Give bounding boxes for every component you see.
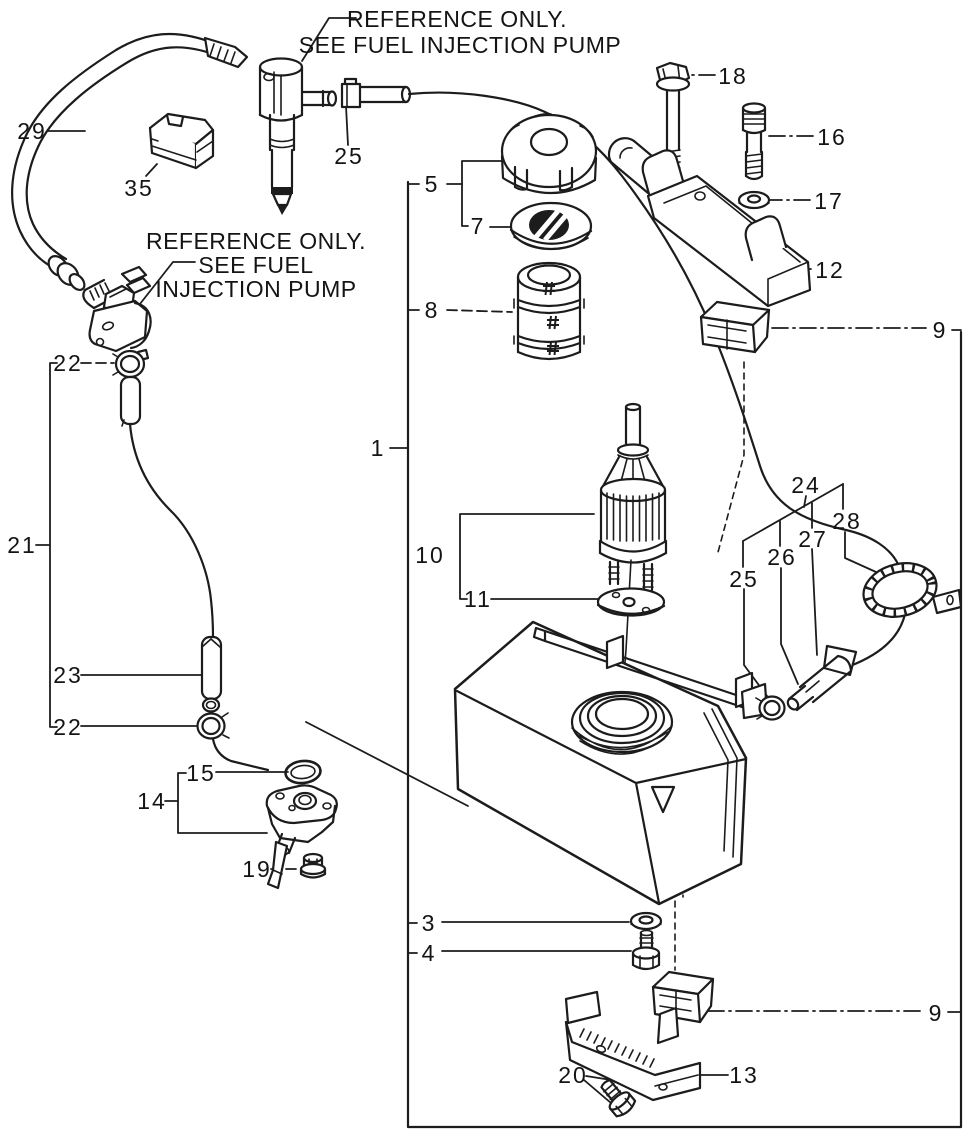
callout-11: 11 — [464, 586, 492, 612]
part-10-fuel-filter — [598, 402, 668, 592]
part-11-plate — [596, 587, 666, 617]
part-7-cap-gasket — [509, 201, 593, 251]
callout-29: 29 — [17, 118, 47, 144]
part-5-tank-cap — [500, 113, 598, 195]
callout-18: 18 — [718, 63, 748, 89]
callout-25-injector: 25 — [334, 143, 364, 169]
part-9-rubber-mount-top — [699, 300, 771, 354]
fuel-injector-reference-drawing — [258, 57, 338, 215]
part-14-fuel-cock — [265, 784, 338, 890]
callout-17: 17 — [814, 188, 844, 214]
callout-26: 26 — [767, 544, 797, 570]
part-35-rubber-mount — [148, 112, 215, 170]
part-25-leakoff-pipe — [340, 77, 412, 109]
part-21-fuel-hose-drawing — [119, 375, 215, 639]
callout-25-tank: 25 — [729, 566, 759, 592]
part-18-flange-bolt — [655, 61, 691, 187]
assembly-bracket-box — [406, 180, 963, 1129]
part-4-bolt — [631, 929, 661, 971]
callout-19: 19 — [242, 856, 272, 882]
callout-3: 3 — [422, 910, 437, 936]
reference-note-injector: REFERENCE ONLY. SEE FUEL INJECTION PUMP — [299, 6, 621, 58]
callout-14: 14 — [137, 788, 167, 814]
part-23-pipe — [200, 635, 223, 713]
fuel-pump-reference-drawing — [82, 265, 152, 353]
part-25-grommet-tank — [755, 695, 786, 721]
callout-22-top: 22 — [53, 350, 83, 376]
part-22-grommet-bottom — [196, 712, 270, 772]
part-8-strainer — [513, 261, 585, 361]
callout-24: 24 — [791, 472, 821, 498]
note-line: INJECTION PUMP — [155, 276, 356, 302]
callout-8: 8 — [425, 297, 440, 323]
part-16-joint-bolt — [741, 102, 767, 181]
callout-13: 13 — [729, 1062, 759, 1088]
part-26-27-pipe-joint — [786, 644, 858, 712]
callout-labels: 29 35 25 18 16 17 12 9 5 7 8 1 10 11 24 … — [7, 63, 948, 1088]
callout-28: 28 — [832, 508, 862, 534]
callout-7: 7 — [471, 213, 486, 239]
part-17-washer — [737, 190, 771, 210]
part-12-tank-stay — [607, 137, 812, 308]
callout-16: 16 — [817, 124, 847, 150]
part-15-o-ring — [284, 759, 322, 785]
part-19-nut — [299, 852, 327, 879]
callout-10: 10 — [415, 542, 445, 568]
callout-5: 5 — [425, 171, 440, 197]
callout-22-bottom: 22 — [53, 714, 83, 740]
note-line: SEE FUEL INJECTION PUMP — [299, 32, 621, 58]
callout-23: 23 — [53, 662, 83, 688]
note-line: REFERENCE ONLY. — [146, 228, 366, 254]
note-line: REFERENCE ONLY. — [347, 6, 567, 32]
part-13-tank-bracket — [564, 990, 702, 1102]
part-22-grommet-top — [112, 348, 150, 379]
callout-15: 15 — [186, 760, 216, 786]
fuel-tank-drawing — [453, 620, 769, 906]
callout-9-bottom: 9 — [929, 1000, 944, 1026]
part-29-fuel-pipe — [11, 32, 249, 291]
note-line: SEE FUEL — [198, 252, 313, 278]
part-20-bolt — [600, 1079, 637, 1118]
callout-9-top: 9 — [933, 317, 948, 343]
callout-12: 12 — [815, 257, 845, 283]
callout-27: 27 — [798, 526, 828, 552]
callout-1: 1 — [371, 435, 386, 461]
part-3-washer — [629, 911, 663, 931]
callout-20: 20 — [558, 1062, 588, 1088]
callout-4: 4 — [422, 940, 437, 966]
callout-35: 35 — [124, 175, 154, 201]
reference-note-pump: REFERENCE ONLY. SEE FUEL INJECTION PUMP — [146, 228, 366, 302]
part-28-hose-clamp — [862, 562, 963, 618]
callout-21: 21 — [7, 532, 37, 558]
